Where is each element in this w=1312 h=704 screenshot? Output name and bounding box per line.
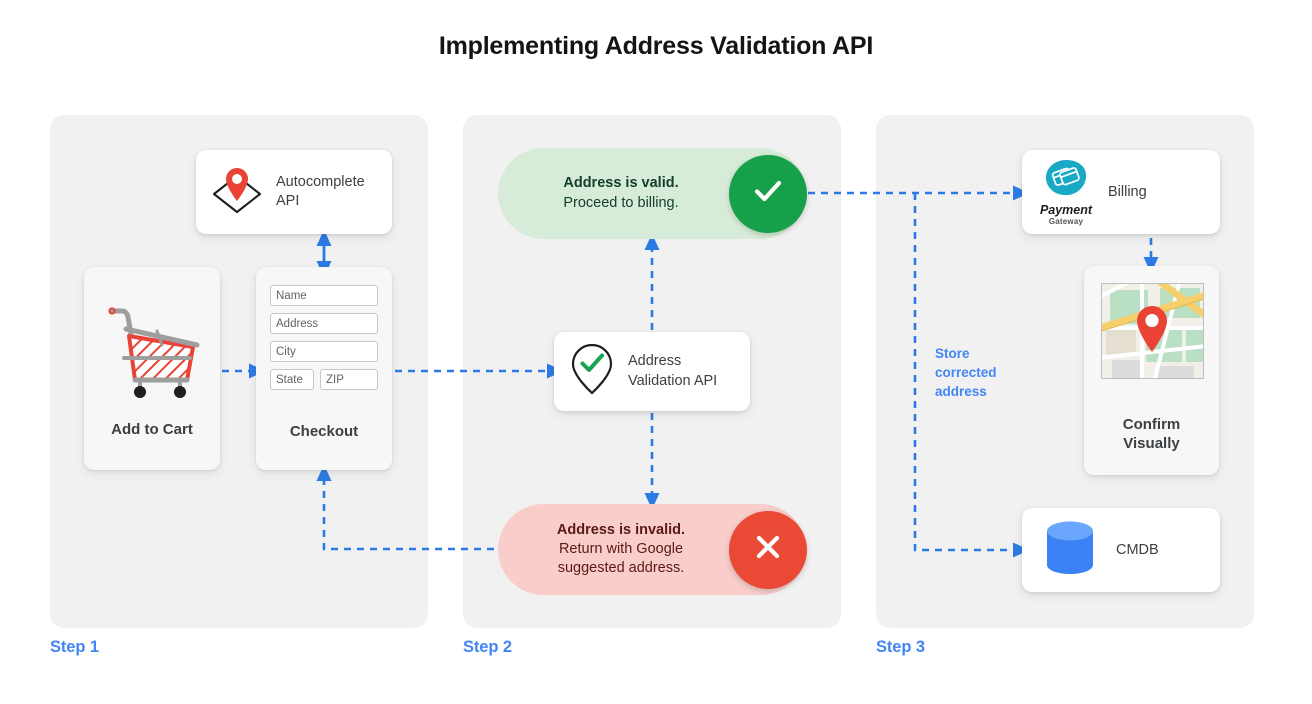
- confirm-visually-card[interactable]: Confirm Visually: [1084, 266, 1219, 475]
- avapi-label-line2: Validation API: [628, 372, 718, 389]
- address-invalid-text: Address is invalid. Return with Google s…: [498, 521, 806, 579]
- checkout-card[interactable]: Name Address City State ZIP Checkout: [256, 267, 392, 470]
- step-1-label: Step 1: [50, 638, 99, 656]
- address-valid-detail: Proceed to billing.: [563, 194, 679, 211]
- pin-check-icon: [570, 342, 614, 401]
- store-caption-line2: corrected: [935, 365, 997, 381]
- address-valid-headline: Address is valid.: [563, 175, 679, 192]
- page-title: Implementing Address Validation API: [438, 32, 874, 60]
- confirm-visually-label: Confirm Visually: [1084, 415, 1219, 453]
- store-caption-line3: address: [935, 384, 987, 400]
- autocomplete-api-card[interactable]: Autocomplete API: [196, 150, 392, 234]
- cross-icon: [748, 527, 788, 572]
- address-invalid-pill: Address is invalid. Return with Google s…: [498, 504, 807, 595]
- invalid-status-badge: [729, 510, 807, 589]
- address-invalid-headline: Address is invalid.: [556, 521, 686, 538]
- address-field[interactable]: Address: [270, 313, 378, 334]
- address-validation-api-label: Address Validation API: [628, 352, 717, 391]
- billing-label: Billing: [1108, 184, 1147, 200]
- valid-status-badge: [729, 154, 807, 233]
- cmdb-card[interactable]: CMDB: [1022, 508, 1220, 592]
- address-valid-text: Address is valid. Proceed to billing.: [498, 174, 806, 213]
- zip-field[interactable]: ZIP: [320, 369, 378, 390]
- cmdb-label: CMDB: [1116, 542, 1159, 558]
- address-invalid-detail-1: Return with Google: [558, 540, 684, 557]
- database-cylinder-icon: [1042, 519, 1098, 582]
- billing-card[interactable]: Payment Gateway Billing: [1022, 150, 1220, 234]
- autocomplete-label-line2: API: [276, 193, 300, 209]
- shopping-cart-icon: [102, 301, 203, 404]
- autocomplete-label-line1: Autocomplete: [276, 173, 365, 190]
- step-3-label: Step 3: [876, 638, 925, 656]
- map-thumbnail-icon: [1101, 283, 1204, 379]
- store-corrected-address-caption: Store corrected address: [935, 344, 1035, 401]
- checkout-form: Name Address City State ZIP: [270, 285, 378, 402]
- confirm-label-line1: Confirm: [1122, 415, 1181, 433]
- store-caption-line1: Store: [935, 346, 970, 361]
- state-field[interactable]: State: [270, 369, 314, 390]
- add-to-cart-label: Add to Cart: [111, 421, 193, 438]
- step-2-label: Step 2: [463, 638, 512, 656]
- payment-gateway-word-2: Gateway: [1048, 217, 1084, 227]
- avapi-label-line1: Address: [628, 353, 682, 370]
- name-field[interactable]: Name: [270, 285, 378, 306]
- address-invalid-detail-2: suggested address.: [557, 560, 685, 577]
- confirm-label-line2: Visually: [1123, 434, 1180, 452]
- address-valid-pill: Address is valid. Proceed to billing.: [498, 148, 807, 239]
- payment-gateway-word-1: Payment: [1039, 202, 1093, 217]
- checkout-label: Checkout: [289, 423, 359, 440]
- map-pin-diamond-icon: [210, 164, 264, 221]
- address-validation-api-card[interactable]: Address Validation API: [554, 332, 750, 411]
- add-to-cart-card[interactable]: Add to Cart: [84, 267, 220, 470]
- autocomplete-api-label: Autocomplete API: [276, 173, 365, 212]
- payment-gateway-logo: Payment Gateway: [1036, 158, 1096, 226]
- city-field[interactable]: City: [270, 341, 378, 362]
- checkmark-icon: [748, 171, 788, 216]
